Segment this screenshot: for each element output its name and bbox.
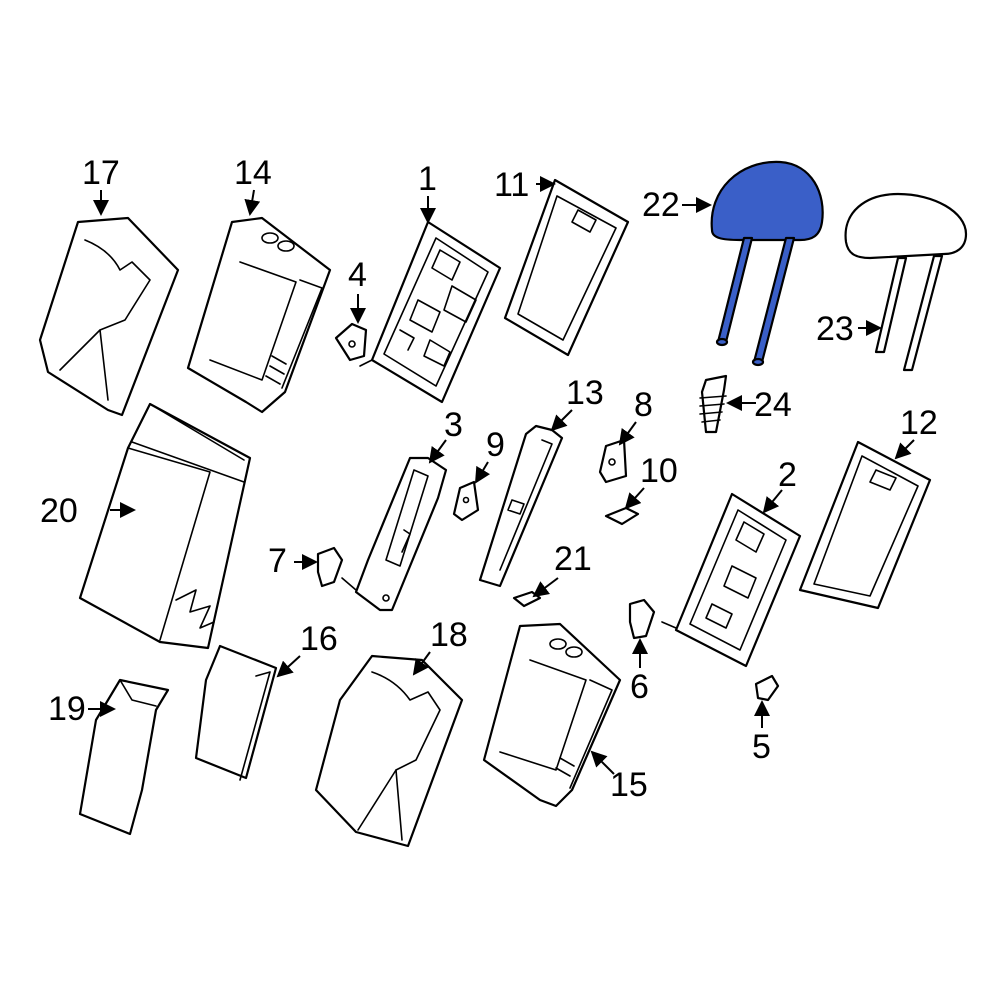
callout-4: 4: [348, 256, 367, 294]
callout-7: 7: [268, 542, 287, 580]
callout-20: 20: [40, 492, 78, 530]
callout-9: 9: [486, 426, 505, 464]
part-15-backrest-pad[interactable]: [482, 622, 622, 808]
part-20-seat-cushion[interactable]: [78, 402, 252, 650]
callout-23: 23: [816, 310, 854, 348]
part-5-cap[interactable]: [754, 674, 780, 702]
callout-11: 11: [494, 166, 529, 204]
part-7-latch[interactable]: [316, 546, 344, 588]
callout-6: 6: [630, 668, 649, 706]
part-1-backrest-frame[interactable]: [359, 220, 502, 404]
part-17-backrest-cover[interactable]: [38, 216, 180, 417]
callout-21: 21: [554, 540, 592, 578]
callout-22: 22: [642, 186, 680, 224]
part-12-back-panel[interactable]: [798, 440, 932, 610]
part-19-side-trim[interactable]: [78, 678, 170, 836]
callout-8: 8: [634, 386, 653, 424]
part-4-bracket[interactable]: [334, 322, 368, 362]
callout-2: 2: [778, 456, 797, 494]
callout-3: 3: [444, 406, 463, 444]
callout-19: 19: [48, 690, 86, 728]
callout-15: 15: [610, 766, 648, 804]
leader-lines: [88, 176, 915, 775]
callout-18: 18: [430, 616, 468, 654]
callout-10: 10: [640, 452, 678, 490]
part-8-hinge-bracket[interactable]: [598, 438, 628, 484]
callout-1: 1: [418, 160, 437, 198]
part-18-backrest-cover[interactable]: [314, 654, 464, 848]
part-22-headrest[interactable]: [710, 160, 824, 367]
part-23-headrest[interactable]: [844, 192, 968, 372]
callout-labels: 17 14 1 11 22 23 24 4 12 20 3 9 13 8 10 …: [40, 154, 938, 804]
part-24-headrest-guide[interactable]: [699, 374, 728, 434]
part-3-side-bracket[interactable]: [341, 456, 448, 612]
part-11-back-panel[interactable]: [503, 178, 630, 357]
part-16-side-trim[interactable]: [194, 644, 278, 781]
part-6-latch[interactable]: [628, 598, 656, 640]
part-9-bracket[interactable]: [452, 480, 480, 522]
callout-24: 24: [754, 386, 792, 424]
callout-14: 14: [234, 154, 272, 192]
part-10-clip[interactable]: [604, 506, 640, 526]
callout-16: 16: [300, 620, 338, 658]
callout-17: 17: [82, 154, 120, 192]
callout-5: 5: [752, 728, 771, 766]
callout-12: 12: [900, 404, 938, 442]
callout-13: 13: [566, 374, 604, 412]
part-2-backrest-frame[interactable]: [661, 492, 802, 668]
part-14-backrest-pad[interactable]: [186, 216, 332, 414]
